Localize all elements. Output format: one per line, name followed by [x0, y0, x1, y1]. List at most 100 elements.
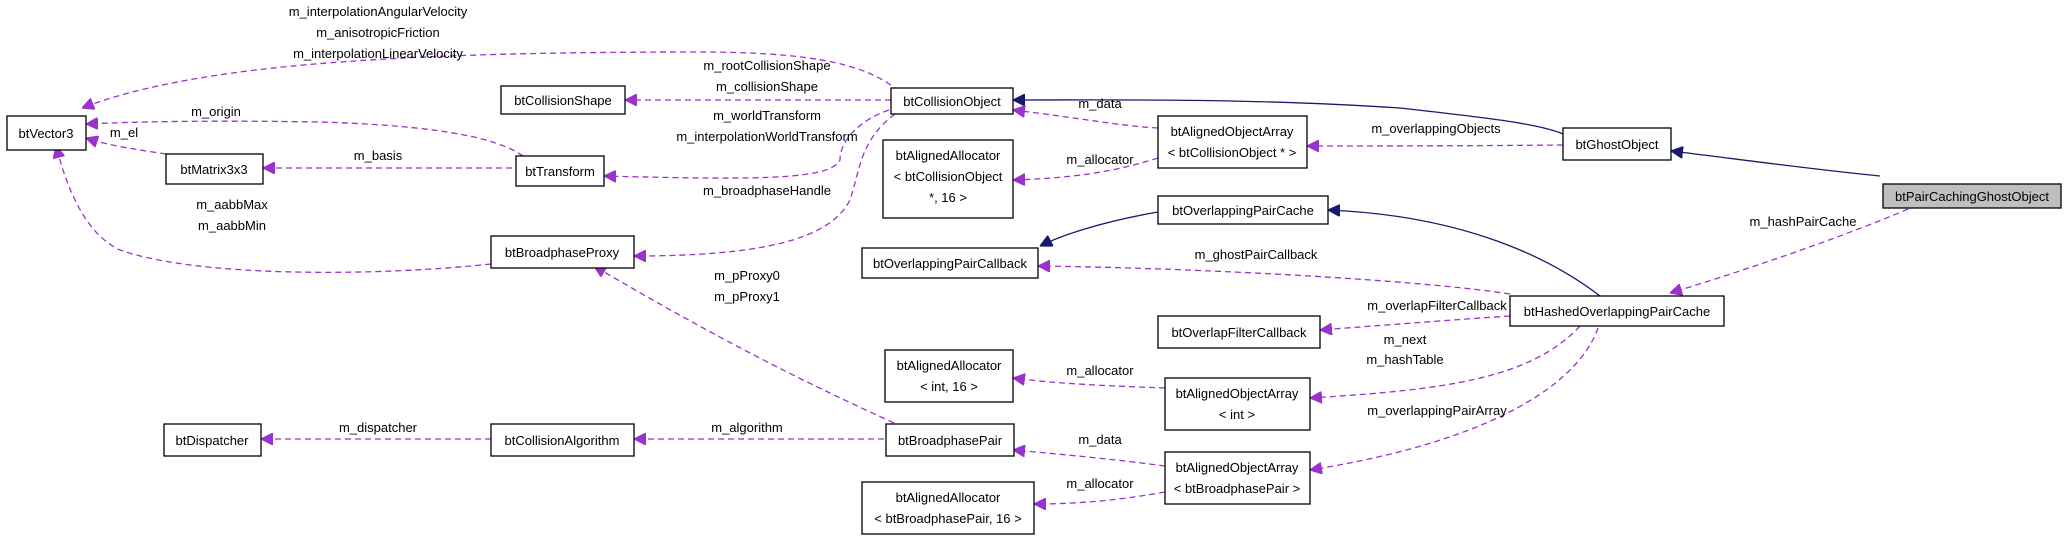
edge-label-collision-shape: m_collisionShape [716, 79, 818, 94]
edge-label-data-bp: m_data [1078, 432, 1122, 447]
edge-label-overlapping-objects: m_overlappingObjects [1371, 121, 1501, 136]
svg-text:btBroadphasePair: btBroadphasePair [898, 433, 1003, 448]
svg-text:btTransform: btTransform [525, 164, 595, 179]
svg-text:< btBroadphasePair >: < btBroadphasePair > [1174, 481, 1300, 496]
node-btAlignedAllocator-int[interactable]: btAlignedAllocator < int, 16 > [884, 349, 1014, 403]
member-edge-aabb [56, 146, 492, 273]
edge-label-broadphase-handle: m_broadphaseHandle [703, 183, 831, 198]
svg-text:btOverlappingPairCallback: btOverlappingPairCallback [873, 256, 1027, 271]
edge-label-aabb-max: m_aabbMax [196, 197, 268, 212]
edge-label-interp-linear: m_interpolationLinearVelocity [293, 46, 463, 61]
member-edge-data-co [1013, 110, 1159, 129]
node-btHashedOverlappingPairCache[interactable]: btHashedOverlappingPairCache [1509, 295, 1725, 327]
edge-label-world-transform: m_worldTransform [713, 108, 821, 123]
edge-label-p-proxy1: m_pProxy1 [714, 289, 780, 304]
edge-label-root-shape: m_rootCollisionShape [703, 58, 830, 73]
node-btVector3[interactable]: btVector3 [6, 115, 87, 151]
edge-label-aabb-min: m_aabbMin [198, 218, 266, 233]
node-btPairCachingGhostObject[interactable]: btPairCachingGhostObject [1882, 183, 2062, 209]
node-btAlignedObjectArray-btBroadphasePair[interactable]: btAlignedObjectArray < btBroadphasePair … [1164, 451, 1311, 505]
node-btCollisionShape[interactable]: btCollisionShape [500, 85, 626, 115]
edge-label-interp-angular: m_interpolationAngularVelocity [289, 4, 468, 19]
edge-label-data-co: m_data [1078, 96, 1122, 111]
edge-label-overlapping-pair-array: m_overlappingPairArray [1367, 403, 1507, 418]
svg-text:btAlignedObjectArray: btAlignedObjectArray [1171, 124, 1294, 139]
svg-text:btOverlapFilterCallback: btOverlapFilterCallback [1171, 325, 1307, 340]
edge-label-overlap-filter-callback: m_overlapFilterCallback [1367, 298, 1507, 313]
node-btAlignedAllocator-btCollisionObject[interactable]: btAlignedAllocator < btCollisionObject *… [882, 139, 1014, 219]
edge-label-hash-table: m_hashTable [1366, 352, 1443, 367]
svg-text:btBroadphaseProxy: btBroadphaseProxy [505, 245, 620, 260]
node-btMatrix3x3[interactable]: btMatrix3x3 [165, 153, 264, 185]
member-edge-el [86, 138, 167, 155]
svg-text:btMatrix3x3: btMatrix3x3 [180, 162, 247, 177]
svg-text:btAlignedObjectArray: btAlignedObjectArray [1176, 460, 1299, 475]
member-edge-interp-angular [82, 51, 907, 108]
svg-text:btVector3: btVector3 [19, 126, 74, 141]
member-edge-broadphase-handle [634, 113, 896, 256]
member-edge-overlap-filter-callback [1320, 315, 1511, 330]
svg-text:btDispatcher: btDispatcher [176, 433, 250, 448]
node-btTransform[interactable]: btTransform [515, 155, 605, 187]
edge-label-el: m_el [110, 125, 138, 140]
edge-label-interp-world-transform: m_interpolationWorldTransform [676, 129, 857, 144]
inherit-edge-paircache-to-hashed [1328, 210, 1601, 297]
member-edge-p-proxy [594, 266, 895, 424]
svg-text:< btCollisionObject: < btCollisionObject [894, 169, 1003, 184]
edge-label-allocator-bp: m_allocator [1066, 476, 1134, 491]
node-btDispatcher[interactable]: btDispatcher [163, 423, 262, 457]
node-btAlignedObjectArray-btCollisionObject[interactable]: btAlignedObjectArray < btCollisionObject… [1157, 115, 1308, 169]
svg-text:btHashedOverlappingPairCache: btHashedOverlappingPairCache [1524, 304, 1710, 319]
member-edge-hash-pair-cache [1670, 208, 1909, 293]
svg-text:btAlignedAllocator: btAlignedAllocator [897, 358, 1002, 373]
edge-label-allocator-int: m_allocator [1066, 363, 1134, 378]
node-btGhostObject[interactable]: btGhostObject [1562, 127, 1672, 161]
svg-text:*, 16 >: *, 16 > [929, 190, 967, 205]
svg-text:btGhostObject: btGhostObject [1575, 137, 1658, 152]
node-btAlignedObjectArray-int[interactable]: btAlignedObjectArray < int > [1164, 377, 1311, 431]
edge-label-ghost-pair-callback: m_ghostPairCallback [1195, 247, 1318, 262]
svg-text:btCollisionAlgorithm: btCollisionAlgorithm [505, 433, 620, 448]
edge-label-p-proxy0: m_pProxy0 [714, 268, 780, 283]
edge-label-next: m_next [1384, 332, 1427, 347]
edge-label-algorithm: m_algorithm [711, 420, 783, 435]
edge-label-origin: m_origin [191, 104, 241, 119]
member-edge-data-bp [1013, 450, 1166, 467]
member-edge-world-transform [604, 109, 890, 178]
member-edge-overlapping-objects [1307, 145, 1564, 146]
svg-text:btCollisionObject: btCollisionObject [903, 94, 1001, 109]
svg-text:btAlignedAllocator: btAlignedAllocator [896, 148, 1001, 163]
node-btBroadphaseProxy[interactable]: btBroadphaseProxy [490, 235, 635, 269]
edge-label-basis: m_basis [354, 148, 403, 163]
svg-text:< int, 16 >: < int, 16 > [920, 379, 978, 394]
inherit-edge-pairoverlapcallback-to-paircache [1040, 211, 1159, 246]
node-btCollisionObject[interactable]: btCollisionObject [890, 87, 1014, 115]
node-btAlignedAllocator-btBroadphasePair[interactable]: btAlignedAllocator < btBroadphasePair, 1… [861, 481, 1035, 535]
member-edge-next-hash-table [1310, 325, 1581, 398]
svg-text:< int >: < int > [1219, 407, 1255, 422]
svg-text:< btCollisionObject * >: < btCollisionObject * > [1168, 145, 1297, 160]
svg-text:< btBroadphasePair, 16 >: < btBroadphasePair, 16 > [874, 511, 1021, 526]
node-btOverlappingPairCache[interactable]: btOverlappingPairCache [1157, 195, 1329, 225]
node-btBroadphasePair[interactable]: btBroadphasePair [885, 423, 1015, 457]
svg-text:btAlignedAllocator: btAlignedAllocator [896, 490, 1001, 505]
node-btOverlapFilterCallback[interactable]: btOverlapFilterCallback [1157, 315, 1321, 349]
svg-text:btAlignedObjectArray: btAlignedObjectArray [1176, 386, 1299, 401]
member-edge-overlapping-pair-array [1310, 327, 1599, 470]
edge-label-anisotropic: m_anisotropicFriction [316, 25, 440, 40]
svg-text:btOverlappingPairCache: btOverlappingPairCache [1172, 203, 1314, 218]
svg-text:btCollisionShape: btCollisionShape [514, 93, 612, 108]
member-edge-allocator-int [1013, 378, 1166, 389]
edge-label-allocator-co: m_allocator [1066, 152, 1134, 167]
svg-text:btPairCachingGhostObject: btPairCachingGhostObject [1895, 189, 2049, 204]
member-edge-allocator-co [1013, 157, 1159, 180]
member-edge-ghost-pair-callback [1038, 266, 1511, 295]
inherit-edge-collisionobject-to-ghost [1013, 100, 1564, 135]
edge-label-dispatcher: m_dispatcher [339, 420, 418, 435]
member-edge-origin [86, 121, 524, 157]
node-btOverlappingPairCallback[interactable]: btOverlappingPairCallback [861, 247, 1039, 279]
member-edge-allocator-bp [1034, 491, 1166, 504]
node-btCollisionAlgorithm[interactable]: btCollisionAlgorithm [490, 423, 635, 457]
